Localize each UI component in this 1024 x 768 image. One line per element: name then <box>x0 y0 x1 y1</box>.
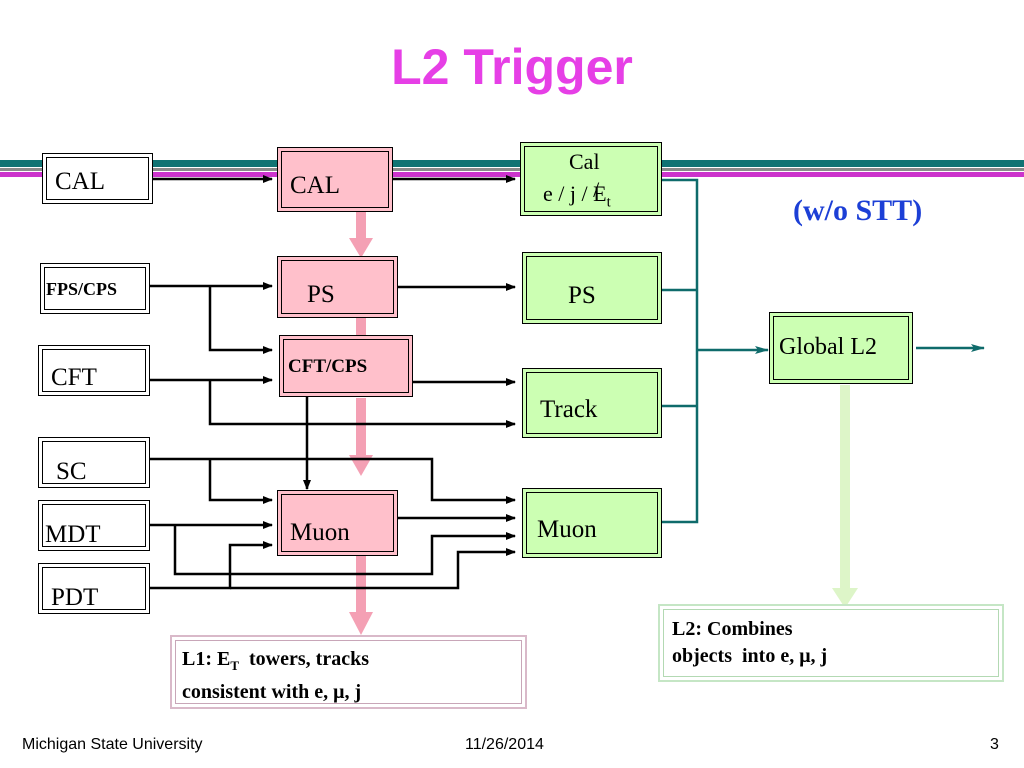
input-pdt-label: PDT <box>51 584 99 611</box>
input-pdt-box: PDT <box>38 563 150 614</box>
l1-note-line1-sub: T <box>230 658 240 673</box>
input-cal-label: CAL <box>55 168 105 195</box>
l2-ps-box: PS <box>522 252 662 324</box>
l1-note-line1-prefix: L1: E <box>182 648 231 670</box>
l1-note-text: L1: ET towers, tracks consistent with e,… <box>182 646 369 706</box>
preproc-cal-label: CAL <box>290 172 340 199</box>
l2-cal-line2-prefix: e / j / <box>543 181 594 206</box>
l2-note-line2: objects into e, μ, j <box>672 645 828 667</box>
preproc-ps-label: PS <box>307 281 335 308</box>
input-fps-cps-box: FPS/CPS <box>40 263 150 314</box>
input-cal-box: CAL <box>42 153 153 204</box>
preproc-cft-cps-label: CFT/CPS <box>288 356 368 377</box>
footer-center: 11/26/2014 <box>465 736 544 753</box>
l2-note-box: L2: Combines objects into e, μ, j <box>658 604 1004 682</box>
header-stripes <box>0 160 1024 177</box>
l2-cal-met-symbol: E/ t <box>593 177 611 210</box>
input-cft-label: CFT <box>51 364 97 391</box>
l1-note-line2: consistent with e, μ, j <box>182 681 362 703</box>
input-fps-cps-label: FPS/CPS <box>46 279 118 299</box>
l2-cal-met-letter: E <box>593 181 607 206</box>
input-mdt-label: MDT <box>45 521 101 548</box>
l2-track-label: Track <box>540 396 598 423</box>
l2-ps-label: PS <box>568 282 596 309</box>
slide-title: L2 Trigger <box>391 39 633 95</box>
global-l2-label: Global L2 <box>779 334 877 360</box>
l2-muon-box: Muon <box>522 488 662 558</box>
l2-cal-met-sub: t <box>606 194 611 211</box>
input-mdt-box: MDT <box>38 500 150 551</box>
preproc-cft-cps-box: CFT/CPS <box>279 335 413 397</box>
l1-note-line1-suffix: towers, tracks <box>239 648 369 670</box>
footer-page-number: 3 <box>990 736 999 753</box>
l2-cal-line2: e / j / E/ t <box>543 177 611 211</box>
preproc-cal-box: CAL <box>277 147 393 212</box>
signal-lines <box>150 175 516 590</box>
flow-arrows <box>349 212 858 635</box>
l1-note-line1: L1: ET towers, tracks <box>182 646 369 679</box>
stt-note: (w/o STT) <box>793 194 923 227</box>
l2-note-line1: L2: Combines <box>672 618 793 640</box>
l2-note-text: L2: Combines objects into e, μ, j <box>672 616 827 670</box>
global-l2-box: Global L2 <box>769 312 913 384</box>
l1-note-box: L1: ET towers, tracks consistent with e,… <box>170 635 527 709</box>
l2-cal-box: Cal e / j / E/ t <box>520 142 662 216</box>
preproc-muon-box: Muon <box>277 490 398 556</box>
input-sc-box: SC <box>38 437 150 488</box>
preproc-ps-box: PS <box>277 256 398 318</box>
input-sc-label: SC <box>56 458 87 485</box>
l2-cal-line1: Cal <box>569 149 600 174</box>
l2-track-box: Track <box>522 368 662 438</box>
global-feed-lines <box>662 178 985 524</box>
footer-left: Michigan State University <box>22 736 203 753</box>
input-cft-box: CFT <box>38 345 150 396</box>
preproc-muon-label: Muon <box>290 519 350 546</box>
l2-muon-label: Muon <box>537 516 597 543</box>
met-slash-mark: / <box>593 177 600 202</box>
